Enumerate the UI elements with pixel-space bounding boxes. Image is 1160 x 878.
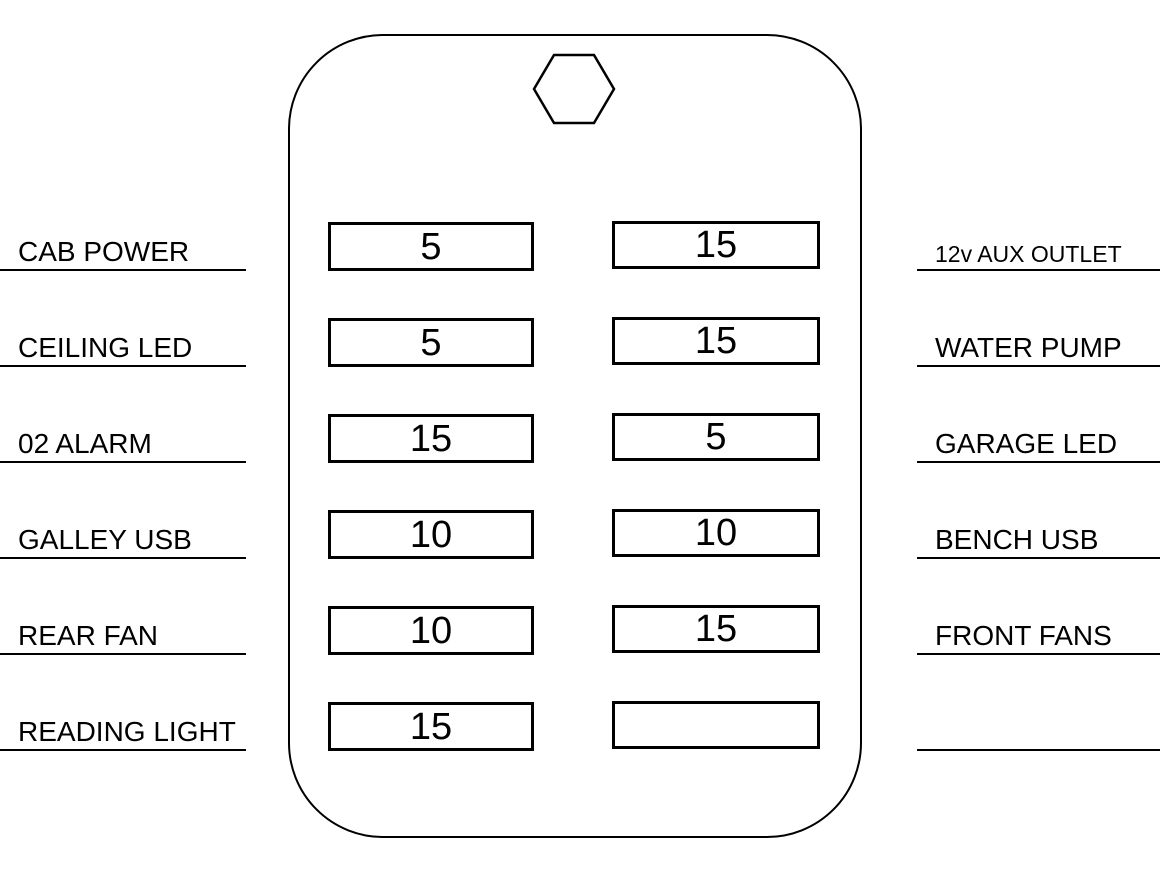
- circuit-label-spare-empty: [917, 713, 1160, 751]
- fuse-water-pump: 15: [612, 317, 820, 365]
- fuse-rear-fan: 10: [328, 606, 534, 655]
- circuit-label-cab-power: CAB POWER: [0, 233, 246, 271]
- label-text: WATER PUMP: [935, 332, 1122, 363]
- label-text: CEILING LED: [18, 332, 193, 363]
- fuse-reading-light: 15: [328, 702, 534, 751]
- fuse-amperage: 10: [409, 609, 453, 652]
- circuit-label-12v-aux-outlet: 12v AUX OUTLET: [917, 233, 1160, 271]
- circuit-label-02-alarm: 02 ALARM: [0, 425, 246, 463]
- circuit-label-galley-usb: GALLEY USB: [0, 521, 246, 559]
- fuse-12v-aux-outlet: 15: [612, 221, 820, 269]
- label-text: BENCH USB: [935, 524, 1099, 555]
- fuse-garage-led: 5: [612, 413, 820, 461]
- label-text: READING LIGHT: [18, 716, 236, 747]
- fuse-bench-usb: 10: [612, 509, 820, 557]
- label-text: 02 ALARM: [18, 428, 152, 459]
- fuse-amperage: 5: [705, 416, 727, 458]
- circuit-label-bench-usb: BENCH USB: [917, 521, 1160, 559]
- fuse-amperage: 15: [694, 608, 738, 650]
- fuse-amperage: 5: [420, 225, 442, 268]
- fuse-cab-power: 5: [328, 222, 534, 271]
- circuit-label-reading-light: READING LIGHT: [0, 713, 246, 751]
- hex-bolt-icon: [532, 53, 616, 125]
- fuse-02-alarm: 15: [328, 414, 534, 463]
- fuse-galley-usb: 10: [328, 510, 534, 559]
- fuse-amperage: 15: [409, 705, 453, 748]
- circuit-label-garage-led: GARAGE LED: [917, 425, 1160, 463]
- circuit-label-rear-fan: REAR FAN: [0, 617, 246, 655]
- label-text: REAR FAN: [18, 620, 159, 651]
- fuse-amperage: 15: [694, 320, 738, 362]
- fuse-amperage: 15: [694, 224, 738, 266]
- label-text: FRONT FANS: [935, 620, 1112, 651]
- circuit-label-ceiling-led: CEILING LED: [0, 329, 246, 367]
- fuse-front-fans: 15: [612, 605, 820, 653]
- label-text: CAB POWER: [18, 236, 190, 267]
- fuse-amperage: 5: [420, 321, 442, 364]
- circuit-label-water-pump: WATER PUMP: [917, 329, 1160, 367]
- fuse-amperage: 10: [694, 512, 738, 554]
- circuit-label-front-fans: FRONT FANS: [917, 617, 1160, 655]
- label-text: GARAGE LED: [935, 428, 1118, 459]
- fuse-amperage: 10: [409, 513, 453, 556]
- label-text: GALLEY USB: [18, 524, 192, 555]
- fuse-amperage: 15: [409, 417, 453, 460]
- label-text: 12v AUX OUTLET: [935, 241, 1122, 267]
- fuse-spare-empty: [612, 701, 820, 749]
- fuse-ceiling-led: 5: [328, 318, 534, 367]
